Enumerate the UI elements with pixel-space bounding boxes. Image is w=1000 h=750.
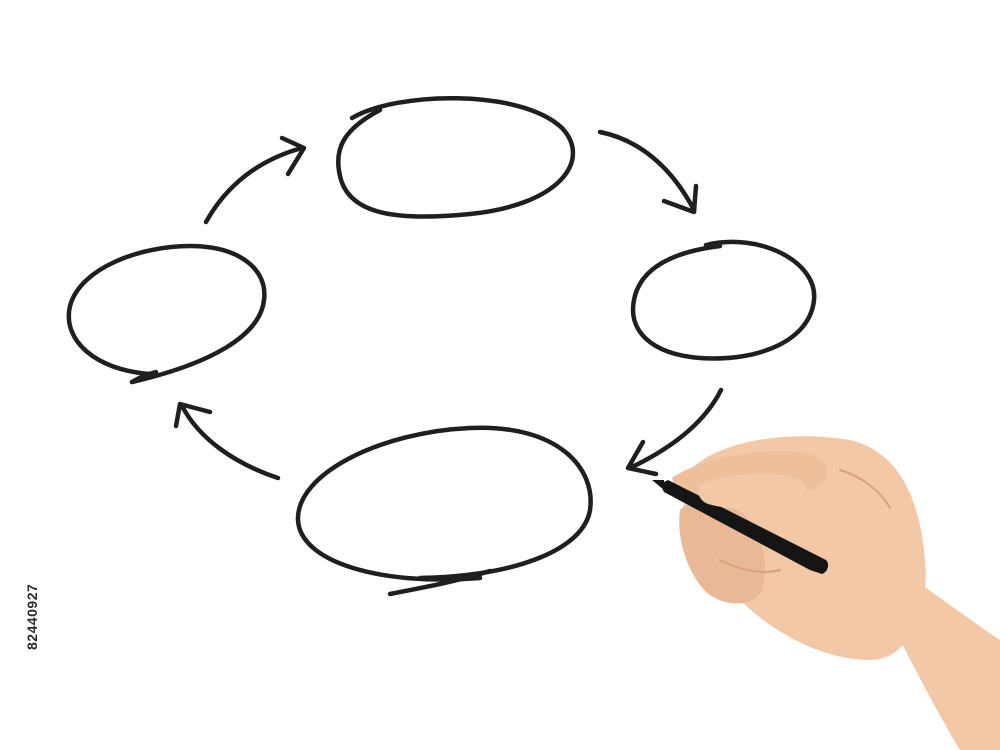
node-top-ellipse bbox=[335, 96, 576, 219]
node-left-tail bbox=[129, 369, 159, 385]
arrowhead-left-to-top bbox=[279, 135, 307, 177]
node-bottom-tail bbox=[387, 568, 493, 597]
hand-crease bbox=[719, 559, 781, 573]
node-left-ellipse bbox=[66, 243, 267, 385]
arrow-bottom-to-left bbox=[179, 403, 281, 481]
arrow-top-to-right bbox=[597, 129, 697, 213]
stock-id-text: 82440927 bbox=[24, 583, 40, 650]
hand-crease-2 bbox=[839, 469, 891, 509]
arrow-right-to-bottom bbox=[627, 387, 724, 471]
marker-pen bbox=[660, 480, 829, 574]
arrowhead-right-to-bottom bbox=[625, 439, 659, 477]
arrowhead-bottom-to-left bbox=[173, 401, 213, 429]
arrow-left-to-top bbox=[203, 145, 305, 225]
hand-index-over-pen bbox=[698, 473, 807, 509]
hand-holding-marker bbox=[652, 436, 1000, 750]
node-bottom-ellipse bbox=[295, 425, 593, 582]
arrowhead-top-to-right bbox=[661, 183, 699, 215]
node-right-ellipse bbox=[630, 239, 817, 361]
marker-tip bbox=[652, 480, 664, 490]
